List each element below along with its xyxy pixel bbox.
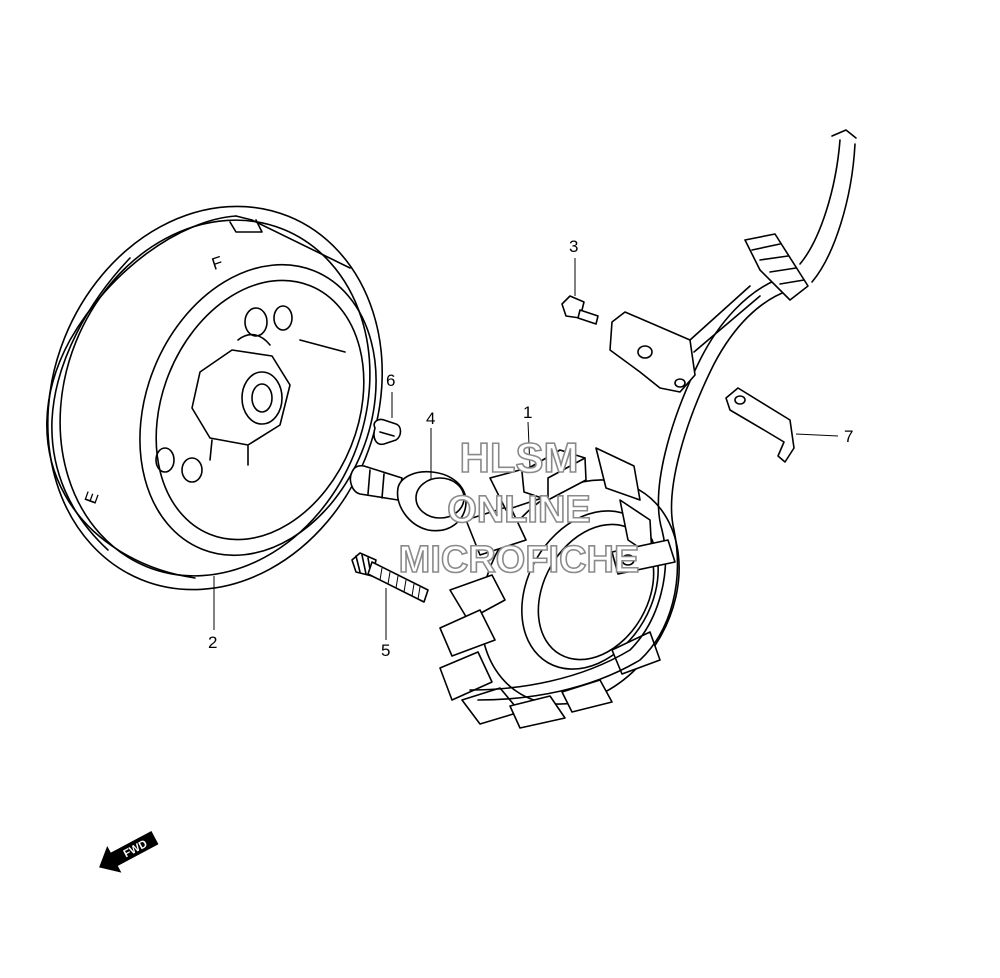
callout-numbers: 1 2 3 4 5 6 7 [208, 237, 853, 660]
callout-7: 7 [844, 427, 853, 446]
rotor-bolt [349, 464, 467, 532]
pulser-bracket [609, 285, 761, 393]
callout-2: 2 [208, 633, 217, 652]
callout-6: 6 [386, 371, 395, 390]
watermark: HLSM ONLINE MICROFICHE [398, 433, 640, 582]
callout-4: 4 [426, 409, 435, 428]
fwd-arrow-icon [99, 831, 159, 873]
rotor: F E [46, 205, 383, 591]
rotor-mark-top: F [209, 253, 225, 274]
wire-grommet [744, 129, 857, 301]
callout-1: 1 [523, 403, 532, 422]
callout-5: 5 [381, 641, 390, 660]
fwd-arrow: FWD [99, 831, 159, 873]
rotor-mark-side: E [81, 489, 103, 506]
woodruff-key [373, 418, 402, 446]
stator [439, 279, 791, 729]
stator-screw [351, 552, 429, 603]
wire-clamp [725, 387, 795, 463]
rotor-hub [155, 305, 346, 483]
bracket-bolt [561, 295, 599, 325]
watermark-line-3: MICROFICHE [399, 539, 640, 581]
watermark-line-2: ONLINE [447, 489, 591, 531]
callout-3: 3 [569, 237, 578, 256]
leader-lines [213, 258, 839, 640]
watermark-line-1: HLSM [460, 434, 579, 481]
fwd-label: FWD [122, 838, 150, 860]
